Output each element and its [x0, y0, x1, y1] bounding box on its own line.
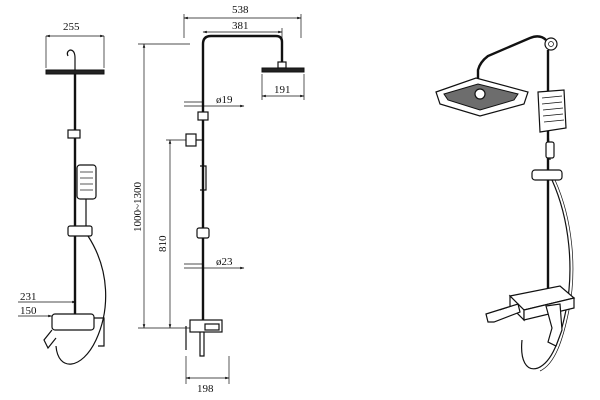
slider-bracket-side — [67, 225, 93, 237]
dim-head-offset: 191 — [261, 74, 305, 100]
dim-label-dia19: ø19 — [216, 94, 233, 106]
shower-head-side — [45, 69, 105, 75]
dim-label-191: 191 — [274, 84, 291, 96]
hand-shower-side — [76, 164, 97, 200]
front-view: 538 381 1000~1300 810 — [132, 4, 305, 395]
spout-front — [199, 332, 205, 357]
dim-upper-pipe-dia: ø19 — [184, 94, 245, 108]
dim-arm-length: 381 — [202, 20, 283, 42]
dim-label-1000-1300: 1000~1300 — [132, 182, 144, 232]
hose-side — [55, 235, 107, 365]
hand-shower-face-3d — [541, 95, 565, 123]
dim-label-381: 381 — [232, 20, 249, 32]
hose-3d — [521, 179, 571, 370]
dim-valve-offsets: 231 150 — [18, 291, 77, 318]
hand-shower-holder-front — [200, 165, 207, 191]
dim-label-231: 231 — [20, 291, 37, 303]
perspective-view — [435, 35, 576, 372]
head-connector-side — [66, 49, 76, 70]
hand-shower-nozzles — [80, 171, 93, 191]
dim-head-width: 255 — [45, 21, 105, 68]
hand-shower-3d — [537, 89, 567, 133]
dim-overall-width: 538 — [183, 4, 302, 38]
dim-height-range: 1000~1300 — [132, 43, 190, 329]
valve-body-side — [51, 313, 95, 331]
dim-label-810: 810 — [157, 235, 169, 252]
valve-lever-3d — [545, 303, 563, 347]
spout-3d — [485, 303, 521, 323]
arm-elbow-3d — [544, 37, 558, 51]
valve-lever-front — [204, 323, 220, 331]
slider-3d — [531, 169, 563, 181]
dim-lower-pipe-dia: ø23 — [184, 256, 245, 270]
dim-label-538: 538 — [232, 4, 249, 16]
spout-side — [43, 329, 57, 350]
valve-lever-side — [94, 317, 105, 347]
side-view: 255 231 150 — [18, 21, 107, 365]
dim-valve-width: 198 — [185, 356, 230, 395]
wall-bracket-front — [185, 133, 197, 147]
head-ball-joint-front — [277, 61, 287, 69]
shower-arm-3d — [476, 35, 547, 86]
pipe-coupling-front — [197, 111, 209, 121]
dim-label-255: 255 — [63, 21, 80, 33]
top-bracket-side — [67, 129, 81, 139]
shower-arm-front — [201, 34, 284, 68]
slider-front — [196, 227, 210, 239]
dim-lower-height: 810 — [157, 139, 196, 329]
dim-label-dia23: ø23 — [216, 256, 233, 268]
dim-label-198: 198 — [197, 383, 214, 395]
dim-label-150: 150 — [20, 305, 37, 317]
